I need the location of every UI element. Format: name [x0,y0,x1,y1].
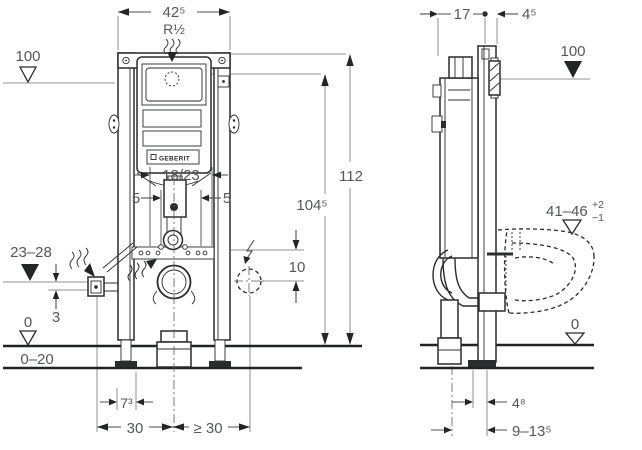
dim-drain-offset: 4⁸ [512,395,526,411]
mounting-frame [102,52,240,367]
dim-supply-height: 23–28 [10,244,52,261]
mounting-bracket [163,179,187,218]
water-flow-arrow-left [69,247,95,277]
dim-elec-offset: 10 [289,259,306,276]
actuation-point [164,71,180,87]
dim-bowl-tol-plus: +2 [592,199,604,211]
dim-frame-width: 42⁵ [163,4,186,21]
wall-anchor-right [228,114,240,134]
frame-profile [468,45,501,367]
level-100-side: 100 [560,43,585,60]
drain-pipe-side [440,299,459,339]
dim-offset-left: 5 [132,190,140,207]
dim-supply-drop: 3 [52,309,60,326]
dim-floor-range: 0–20 [20,351,53,368]
level-marker-open [18,66,38,84]
dim-bowl-height: 41–46 [546,203,588,220]
cistern: GEBERIT [136,56,212,187]
level-marker-filled [21,264,39,281]
front-view: GEBERIT [3,4,363,437]
foot-left [120,339,132,362]
water-supply-connection [69,247,157,297]
reference-lines [3,16,351,432]
dim-bolt-spacing: 18/23 [162,167,200,184]
level-100-front: 100 [15,48,40,65]
flush-bend [442,257,470,307]
lightning-icon [245,239,255,261]
toilet-bowl-outline [497,228,595,314]
level-zero-side: 0 [571,316,579,333]
water-flow-arrow-inner [127,259,157,282]
foot-side [468,360,496,367]
side-dimensions: 17 4⁵ 100 41–46 +2 −1 0 4⁸ 9–13⁵ [420,6,604,440]
dim-height-actuation: 104⁵ [296,197,327,214]
front-dimensions: 42⁵ R½ 100 18/23 5 5 112 104⁵ [10,4,363,437]
wall-anchor-left [108,114,120,134]
label-supply-thread: R½ [163,21,185,37]
dim-drain-range: 9–13⁵ [512,423,552,440]
bowl-connector [478,292,506,312]
flush-valve [448,56,473,79]
foot-right [214,339,226,362]
side-view: 17 4⁵ 100 41–46 +2 −1 0 4⁸ 9–13⁵ [420,6,604,440]
dim-dist-conduit: ≥ 30 [193,420,222,437]
dim-height-total: 112 [339,168,363,185]
dim-offset-right: 5 [223,190,231,207]
brand-plate [146,149,200,165]
dim-bowl-tol-minus: −1 [592,212,604,224]
cistern-side [431,56,513,365]
drain-assembly [149,175,213,432]
dim-side-depth: 17 [454,6,471,23]
dim-foot-offset: 7³ [120,395,133,411]
dim-dist-supply: 30 [127,420,144,437]
level-zero-front: 0 [24,314,32,331]
dim-side-wall-offset: 4⁵ [522,6,537,23]
brand-label: GEBERIT [159,156,190,163]
supply-thread-arrow [163,38,181,62]
wall-bracket [488,60,501,96]
electrical-connection [234,239,264,296]
